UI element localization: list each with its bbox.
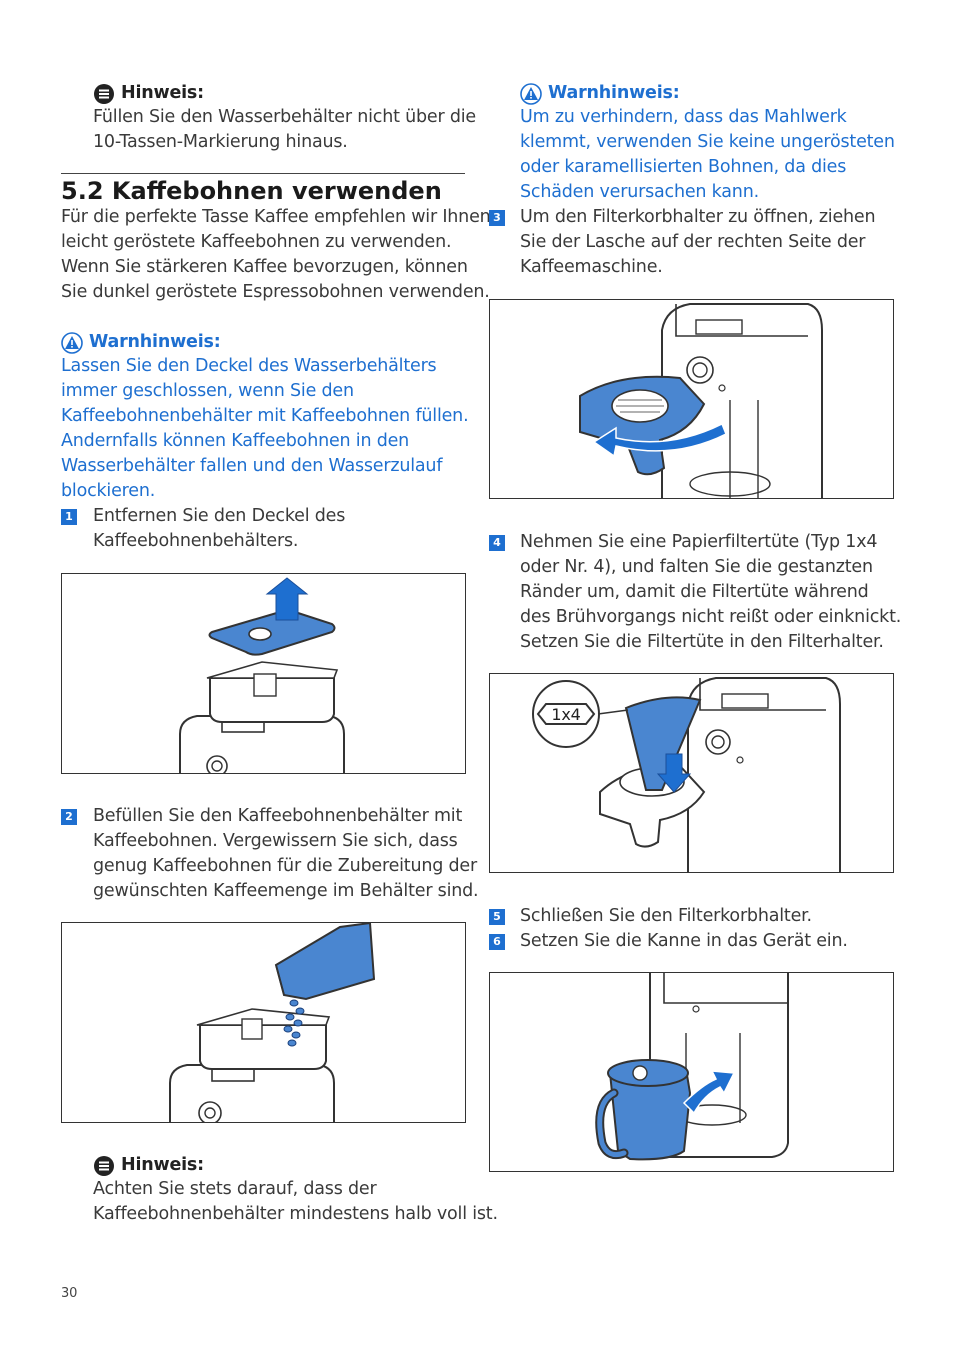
warning-line: Kaffeebohnenbehälter mit Kaffeebohnen fü… [61, 406, 469, 426]
warning-icon [61, 331, 83, 354]
step-text-line: Schließen Sie den Filterkorbhalter. [520, 906, 812, 926]
section-title: 5.2 Kaffebohnen verwenden [61, 177, 442, 205]
warning-header: Warnhinweis: [520, 81, 680, 106]
step-text-line: Entfernen Sie den Deckel des [93, 506, 346, 526]
figure-insert-jug [489, 972, 894, 1172]
note-header: Hinweis: [93, 1153, 204, 1178]
warning-icon [520, 82, 542, 105]
warning-line: oder karamellisierten Bohnen, da dies [520, 157, 847, 177]
step-number: 3 [489, 210, 505, 226]
step-text-line: des Brühvorgangs nicht reißt oder einkni… [520, 607, 902, 627]
illustration-open-filter-holder [579, 303, 823, 498]
warning-label: Warnhinweis: [89, 332, 221, 352]
note-label: Hinweis: [121, 83, 204, 103]
step-text-line: Kaffeebohnenbehälters. [93, 531, 299, 551]
section-rule [61, 173, 465, 174]
step-text-line: Nehmen Sie eine Papierfiltertüte (Typ 1x… [520, 532, 878, 552]
warning-line: Wasserbehälter fallen und den Wasserzula… [61, 456, 443, 476]
step-text-line: Befüllen Sie den Kaffeebohnenbehälter mi… [93, 806, 463, 826]
figure-insert-paper-filter: 1x4 [489, 673, 894, 873]
warning-line: blockieren. [61, 481, 156, 501]
warning-line: Um zu verhindern, dass das Mahlwerk [520, 107, 847, 127]
figure-fill-beans [61, 922, 466, 1123]
figure-remove-lid [61, 573, 466, 774]
illustration-remove-lid [179, 577, 345, 773]
step-text-line: Setzen Sie die Kanne in das Gerät ein. [520, 931, 848, 951]
note-text-line: Füllen Sie den Wasserbehälter nicht über… [93, 107, 476, 127]
step-number: 6 [489, 934, 505, 950]
note-text-line: Kaffeebohnenbehälter mindestens halb vol… [93, 1204, 498, 1224]
illustration-insert-paper-filter: 1x4 [532, 677, 841, 872]
note-text-line: Achten Sie stets darauf, dass der [93, 1179, 377, 1199]
warning-line: immer geschlossen, wenn Sie den [61, 381, 354, 401]
figure-open-filter-holder [489, 299, 894, 499]
step-text-line: gewünschten Kaffeemenge im Behälter sind… [93, 881, 479, 901]
step-text-line: genug Kaffeebohnen für die Zubereitung d… [93, 856, 477, 876]
intro-line: Wenn Sie stärkeren Kaffee bevorzugen, kö… [61, 257, 468, 277]
step-text-line: oder Nr. 4), und falten Sie die gestanzt… [520, 557, 873, 577]
page-number: 30 [61, 1286, 78, 1301]
warning-header: Warnhinweis: [61, 330, 221, 355]
intro-line: leicht geröstete Kaffeebohnen zu verwend… [61, 232, 452, 252]
filter-size-badge: 1x4 [551, 705, 580, 724]
step-text-line: Setzen Sie die Filtertüte in den Filterh… [520, 632, 884, 652]
step-number: 4 [489, 535, 505, 551]
intro-line: Für die perfekte Tasse Kaffee empfehlen … [61, 207, 496, 227]
warning-line: Andernfalls können Kaffeebohnen in den [61, 431, 410, 451]
step-text-line: Kaffeemaschine. [520, 257, 663, 277]
step-text-line: Ränder um, damit die Filtertüte während [520, 582, 869, 602]
warning-line: klemmt, verwenden Sie keine ungerösteten [520, 132, 895, 152]
warning-line: Lassen Sie den Deckel des Wasserbehälter… [61, 356, 437, 376]
step-text-line: Kaffeebohnen. Vergewissern Sie sich, das… [93, 831, 458, 851]
step-number: 2 [61, 809, 77, 825]
warning-label: Warnhinweis: [548, 83, 680, 103]
step-number: 1 [61, 509, 77, 525]
step-text-line: Um den Filterkorbhalter zu öffnen, ziehe… [520, 207, 876, 227]
step-number: 5 [489, 909, 505, 925]
note-icon [94, 83, 114, 104]
illustration-fill-beans [169, 923, 376, 1122]
note-header: Hinweis: [93, 81, 204, 106]
illustration-insert-jug [595, 973, 789, 1161]
warning-line: Schäden verursachen kann. [520, 182, 759, 202]
step-text-line: Sie der Lasche auf der rechten Seite der [520, 232, 866, 252]
intro-line: Sie dunkel geröstete Espressobohnen verw… [61, 282, 490, 302]
note-label: Hinweis: [121, 1155, 204, 1175]
note-icon [94, 1155, 114, 1176]
note-text-line: 10-Tassen-Markierung hinaus. [93, 132, 348, 152]
